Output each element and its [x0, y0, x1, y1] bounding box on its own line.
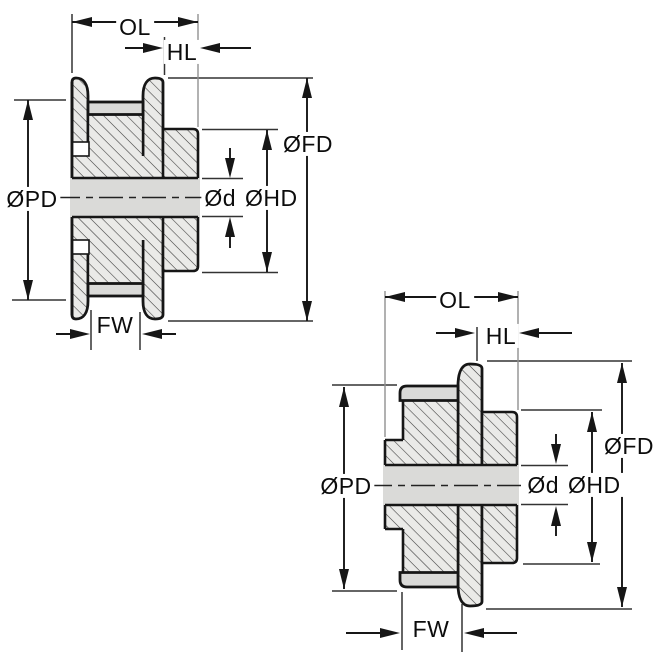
bore-edges — [72, 176, 198, 219]
label-hub-diameter: ØHD — [245, 184, 298, 211]
pulley-section-top-left — [12, 14, 313, 350]
label-flange-diameter-2: ØFD — [600, 434, 658, 458]
label-overall-length: OL — [116, 15, 154, 39]
label-bore-and-hub-diameter-2: Ød ØHD — [524, 471, 624, 498]
belt-bed-top — [86, 100, 145, 116]
label-flange-diameter: ØFD — [279, 132, 337, 156]
label-bore-diameter: Ød — [204, 184, 237, 211]
belt-bed-bottom — [86, 282, 145, 298]
belt-bed-bottom — [398, 571, 460, 589]
label-bore-and-hub-diameter: Ød ØHD — [201, 184, 301, 211]
label-bore-diameter-2: Ød — [527, 471, 560, 498]
flange-notch-bottom — [71, 239, 90, 255]
bore-band — [383, 465, 519, 505]
arrowheads — [339, 292, 627, 638]
label-hub-length-2: HL — [482, 324, 520, 348]
arrowheads — [23, 17, 312, 339]
pulley-section-bottom-right — [332, 291, 632, 652]
flange-notch-top — [71, 141, 90, 157]
extension-lines-light — [384, 291, 519, 437]
label-overall-length-2: OL — [436, 288, 474, 312]
belt-bed-top — [398, 384, 460, 402]
bore-edges — [385, 463, 517, 507]
label-hub-diameter-2: ØHD — [568, 471, 621, 498]
label-face-width-2: FW — [409, 617, 453, 641]
label-pitch-diameter-2: ØPD — [317, 474, 375, 498]
internal-edges — [86, 114, 145, 284]
label-face-width: FW — [93, 313, 137, 337]
label-pitch-diameter: ØPD — [3, 187, 61, 211]
extension-lines — [332, 327, 632, 652]
label-hub-length: HL — [163, 40, 201, 64]
